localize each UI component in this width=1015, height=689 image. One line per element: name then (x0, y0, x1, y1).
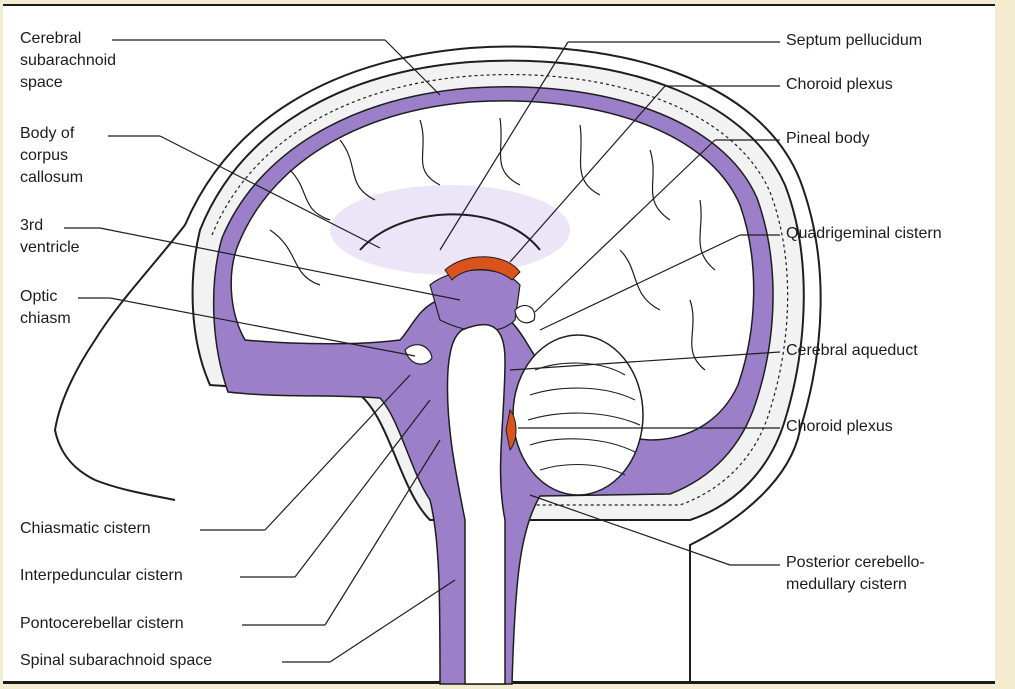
label-body-of-corpus-callosum: Body of corpus callosum (20, 123, 83, 189)
label-cerebral-aqueduct: Cerebral aqueduct (786, 340, 918, 362)
third-ventricle-shape (430, 270, 520, 331)
label-spinal-subarachnoid-space: Spinal subarachnoid space (20, 650, 212, 672)
label-pineal-body: Pineal body (786, 128, 870, 150)
label-cerebral-subarachnoid-space: Cerebral subarachnoid space (20, 28, 116, 94)
label-septum-pellucidum: Septum pellucidum (786, 30, 922, 52)
label-posterior-cerebellomedullary-cistern: Posterior cerebello- medullary cistern (786, 552, 925, 596)
corpus-callosum-halo (330, 185, 570, 275)
label-optic-chiasm: Optic chiasm (20, 286, 71, 330)
cerebellum (513, 335, 643, 495)
label-choroid-plexus-lower: Choroid plexus (786, 416, 893, 438)
label-third-ventricle: 3rd ventricle (20, 215, 80, 259)
label-chiasmatic-cistern: Chiasmatic cistern (20, 518, 151, 540)
label-choroid-plexus-upper: Choroid plexus (786, 74, 893, 96)
label-pontocerebellar-cistern: Pontocerebellar cistern (20, 613, 184, 635)
label-quadrigeminal-cistern: Quadrigeminal cistern (786, 223, 942, 245)
label-interpeduncular-cistern: Interpeduncular cistern (20, 565, 183, 587)
